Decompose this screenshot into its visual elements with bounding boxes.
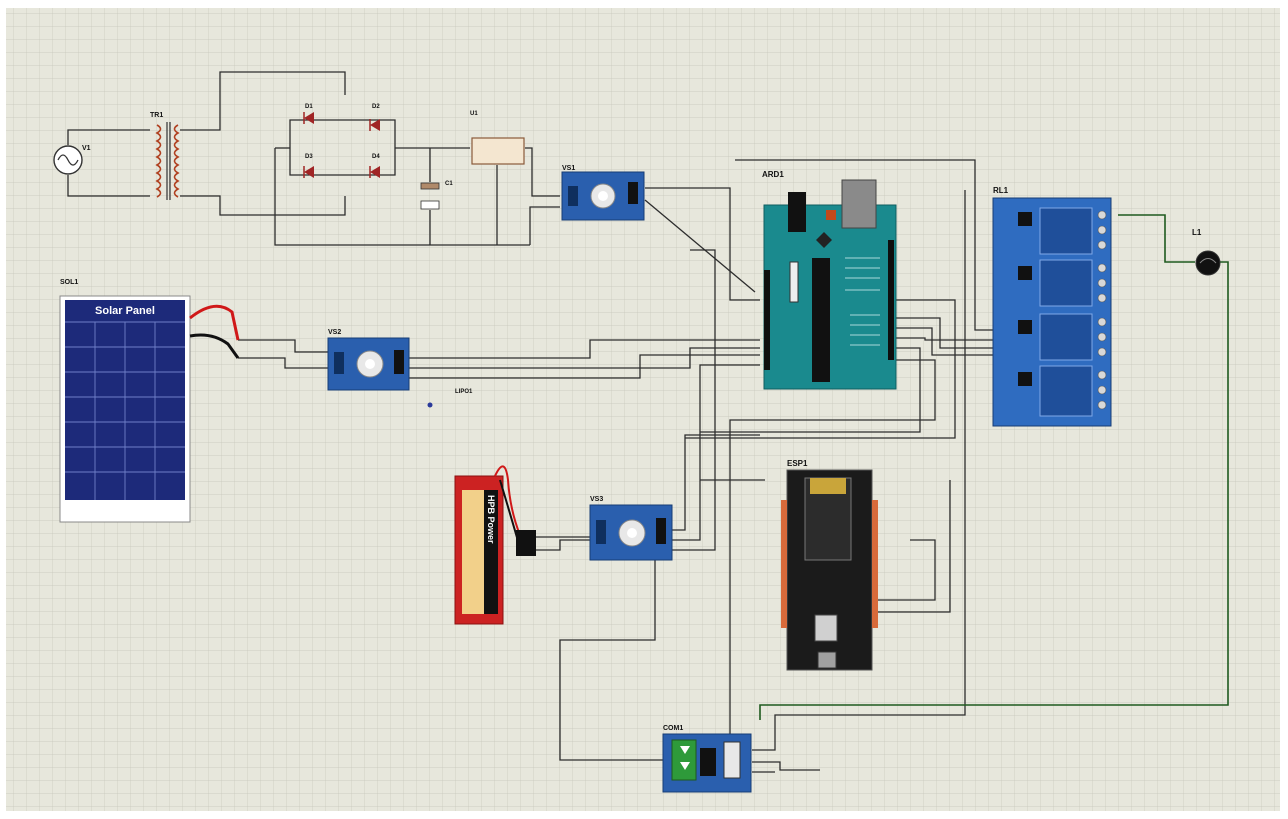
com1-chip — [700, 748, 716, 776]
capacitor-c1[interactable]: C1 — [420, 181, 453, 210]
voltage-sensor-vs1[interactable]: VS1 — [561, 165, 645, 221]
label-v1: V1 — [82, 145, 91, 152]
vs1-pot-center — [598, 191, 608, 201]
transformer-tr1[interactable]: TR1 — [150, 112, 180, 200]
vs1-header — [628, 182, 638, 204]
ac-source-v1[interactable]: V1 — [53, 145, 91, 175]
relay-channel-1 — [1039, 207, 1093, 255]
arduino-ard1[interactable]: ARD1 — [762, 170, 897, 390]
relay-module-rl1[interactable]: RL1 — [992, 186, 1112, 427]
arduino-silkscreen — [845, 257, 880, 346]
crystal — [789, 261, 799, 303]
regulator-body — [471, 137, 525, 165]
label-c1: C1 — [445, 181, 453, 187]
battery-connector — [516, 530, 536, 556]
battery-black-band — [484, 490, 498, 614]
nodemcu-pins — [781, 500, 878, 628]
vs2-header — [394, 350, 404, 374]
com1-header — [723, 741, 741, 779]
vs2-terminal — [334, 352, 344, 374]
label-rl1: RL1 — [993, 186, 1009, 195]
chip-icon — [816, 232, 832, 248]
solar-panel-footer: www.TheEngineeringProjects.com — [62, 507, 186, 516]
relay-led-2 — [1018, 266, 1032, 280]
diode-d2: D2 — [369, 104, 380, 131]
solar-black-lead — [189, 333, 240, 359]
lipo-battery[interactable]: HPB Power — [454, 465, 536, 625]
label-d2: D2 — [372, 104, 380, 110]
usb-connector — [841, 179, 877, 229]
diode-d4-symbol — [370, 166, 380, 178]
reset-button — [826, 210, 836, 220]
primary-coil — [155, 124, 162, 198]
power-jack — [788, 192, 806, 232]
diode-d4: D4 — [369, 154, 380, 178]
bridge-rectifier[interactable]: D1 D2 D3 D4 — [303, 104, 380, 178]
label-lipo1: LIPO1 — [455, 389, 473, 395]
down-arrow-icon-2 — [680, 762, 690, 770]
relay-channel-4 — [1039, 365, 1093, 417]
wifi-antenna — [810, 478, 846, 494]
solar-panel-title: Solar Panel — [95, 305, 155, 317]
relay-channels — [1018, 207, 1093, 417]
vs3-header — [656, 518, 666, 544]
solar-red-lead — [189, 304, 240, 341]
label-ard1: ARD1 — [762, 170, 784, 179]
label-d1: D1 — [305, 104, 313, 110]
lipo1-marker: LIPO1 — [427, 389, 473, 408]
wires — [67, 71, 1229, 780]
label-l1: L1 — [1192, 228, 1202, 237]
label-u1: U1 — [470, 111, 478, 117]
relay-led-1 — [1018, 212, 1032, 226]
arduino-pins-left — [764, 270, 770, 370]
solar-cell-grid — [65, 321, 185, 500]
relay-terminals — [1097, 210, 1107, 410]
capacitor-plate-bottom — [420, 200, 440, 210]
label-vs2: VS2 — [328, 329, 341, 336]
label-d3: D3 — [305, 154, 313, 160]
battery-brand: HPB Power — [486, 495, 496, 544]
voltage-sensor-vs3[interactable]: VS3 — [589, 496, 673, 561]
regulator-u1[interactable]: U1 — [470, 111, 525, 165]
label-com1: COM1 — [663, 725, 683, 732]
label-d4: D4 — [372, 154, 380, 160]
vs2-pot-center — [365, 359, 375, 369]
diode-d1: D1 — [303, 104, 314, 124]
battery-red-lead — [494, 465, 521, 536]
lamp-filament — [1199, 258, 1217, 264]
nodemcu-chip — [814, 614, 838, 642]
relay-led-4 — [1018, 372, 1032, 386]
relay-led-3 — [1018, 320, 1032, 334]
diode-d3-symbol — [304, 166, 314, 178]
voltage-sensor-vs2[interactable]: VS2 — [327, 329, 410, 391]
atmega-chip — [812, 258, 830, 382]
nodemcu-esp1[interactable]: ESP1 — [781, 459, 878, 671]
diode-d3: D3 — [303, 154, 314, 178]
label-vs1: VS1 — [562, 165, 575, 172]
capacitor-plate-top — [420, 182, 440, 190]
serial-module-com1[interactable]: COM1 — [662, 725, 752, 793]
secondary-coil — [173, 124, 180, 198]
vs1-terminal — [568, 186, 578, 206]
lipo1-dot — [427, 402, 433, 408]
solar-panel-sol1[interactable]: SOL1 Solar Panel www.TheEngineeringProje… — [59, 279, 240, 523]
relay-channel-3 — [1039, 313, 1093, 361]
micro-usb-connector — [817, 651, 837, 669]
vs3-pot-center — [627, 528, 637, 538]
vs3-terminal — [596, 520, 606, 544]
arduino-pins-right — [888, 240, 894, 360]
relay-channel-2 — [1039, 259, 1093, 307]
diode-d1-symbol — [304, 112, 314, 124]
diode-d2-symbol — [370, 119, 380, 131]
label-sol1: SOL1 — [60, 279, 78, 286]
down-arrow-icon — [680, 746, 690, 754]
label-tr1: TR1 — [150, 112, 163, 119]
lamp-bulb-icon — [1195, 250, 1221, 276]
sine-icon — [57, 154, 79, 166]
label-esp1: ESP1 — [787, 459, 808, 468]
label-vs3: VS3 — [590, 496, 603, 503]
lamp-l1[interactable]: L1 — [1192, 228, 1221, 276]
